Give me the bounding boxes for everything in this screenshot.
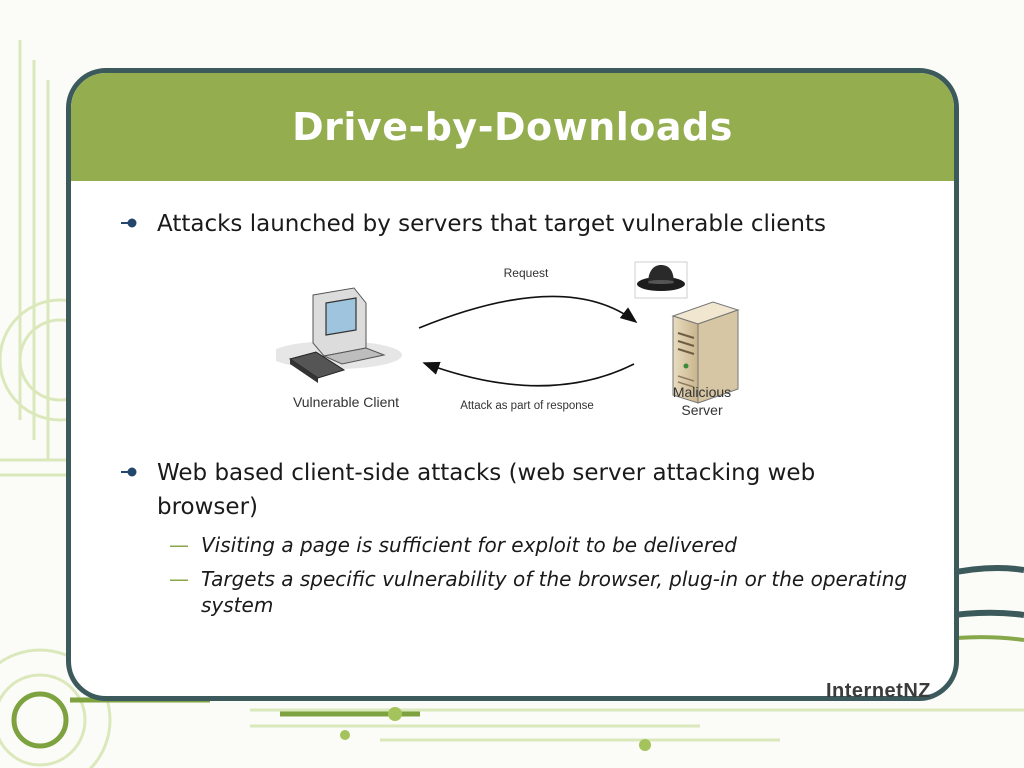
- desktop-computer-icon: [276, 287, 402, 383]
- server-label-line2: Server: [681, 402, 723, 418]
- bullet-text: Web based client-side attacks (web serve…: [157, 460, 816, 520]
- dash-icon: —: [169, 567, 189, 591]
- server-label-line1: Malicious: [673, 384, 731, 400]
- sub-bullet-item: — Visiting a page is sufficient for expl…: [169, 532, 901, 558]
- black-hat-icon: [634, 261, 688, 299]
- bullet-item: Attacks launched by servers that target …: [121, 207, 937, 241]
- bullet-item: Web based client-side attacks (web serve…: [121, 456, 907, 524]
- request-label: Request: [504, 266, 549, 280]
- sub-bullet-text: Visiting a page is sufficient for exploi…: [201, 533, 737, 557]
- drive-by-diagram: Request Vulnerable Client Attack as part…: [276, 261, 740, 418]
- dash-icon: —: [169, 533, 189, 557]
- bullet-dot-icon: [121, 467, 137, 477]
- sub-bullet-item: — Targets a specific vulnerability of th…: [169, 566, 911, 618]
- bullet-dot-icon: [121, 218, 137, 228]
- internetnz-logo: InternetNZ: [826, 680, 931, 702]
- slide-panel: Drive-by-Downloads Attacks launched by s…: [66, 68, 959, 701]
- client-label: Vulnerable Client: [293, 394, 399, 410]
- sub-bullet-text: Targets a specific vulnerability of the …: [201, 567, 908, 617]
- slide-content: Attacks launched by servers that target …: [71, 181, 954, 696]
- server-tower-icon: [671, 301, 740, 404]
- response-label: Attack as part of response: [460, 400, 594, 412]
- slide-title: Drive-by-Downloads: [292, 105, 733, 149]
- bullet-text: Attacks launched by servers that target …: [157, 211, 826, 237]
- title-bar: Drive-by-Downloads: [71, 73, 954, 181]
